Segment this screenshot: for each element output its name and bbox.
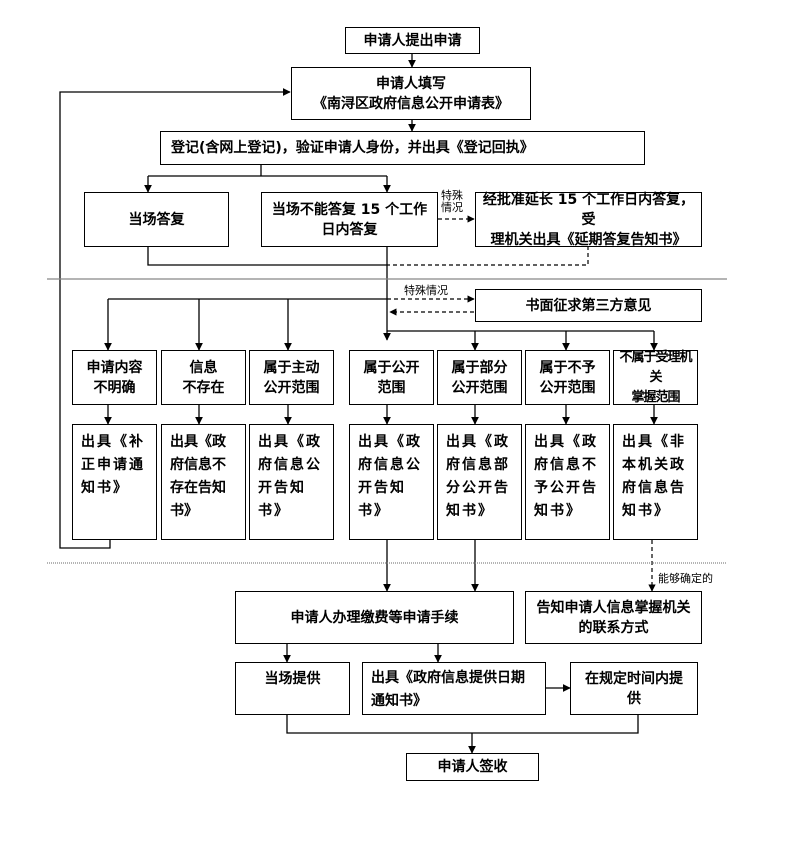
node-reply-15-days: 当场不能答复 15 个工作 日内答复 (261, 192, 438, 247)
node-reply-on-spot: 当场答复 (84, 192, 229, 247)
node-cat-unclear: 申请内容 不明确 (72, 350, 157, 405)
node-out-public: 出具《政府信息公开告知书》 (349, 424, 434, 540)
edge-return-loop (59, 88, 291, 549)
node-provide-in-time: 在规定时间内提 供 (570, 662, 698, 715)
node-cat-proactive: 属于主动 公开范围 (249, 350, 334, 405)
node-out-not-exist: 出具《政府信息不存在告知书》 (161, 424, 246, 540)
label-special-case-2: 特殊情况 (404, 284, 448, 297)
node-out-partial: 出具《政府信息部分公开告知书》 (437, 424, 522, 540)
node-inform-holder: 告知申请人信息掌握机关 的联系方式 (525, 591, 702, 644)
edge-provision-merge (286, 715, 639, 734)
node-fill-form: 申请人填写 《南浔区政府信息公开申请表》 (291, 67, 531, 120)
node-out-not-public: 出具《政府信息不予公开告知书》 (525, 424, 610, 540)
node-pay-fees: 申请人办理缴费等申请手续 (235, 591, 514, 644)
label-determinable: 能够确定的 (658, 572, 713, 585)
node-submit: 申请人提出申请 (345, 27, 480, 54)
node-out-proactive: 出具《政府信息公开告知书》 (249, 424, 334, 540)
node-cat-not-in-scope: 不属于受理机关 掌握范围 (613, 350, 698, 405)
node-cat-not-exist: 信息 不存在 (161, 350, 246, 405)
node-cat-not-public: 属于不予 公开范围 (525, 350, 610, 405)
node-cat-partial: 属于部分 公开范围 (437, 350, 522, 405)
node-out-not-in-scope: 出具《非本机关政府信息告知书》 (613, 424, 698, 540)
node-out-correction: 出具《补正申请通知书》 (72, 424, 157, 540)
node-register: 登记(含网上登记)，验证申请人身份，并出具《登记回执》 (160, 131, 645, 165)
edge-reply-spot-merge (147, 246, 387, 266)
node-provide-date-notice: 出具《政府信息提供日期通知书》 (362, 662, 546, 715)
node-provide-on-spot: 当场提供 (235, 662, 350, 715)
node-extend-15-days: 经批准延长 15 个工作日内答复，受 理机关出具《延期答复告知书》 (475, 192, 702, 248)
node-sign-receipt: 申请人签收 (406, 753, 539, 781)
label-special-case-1: 特殊 情况 (441, 189, 463, 214)
node-third-party: 书面征求第三方意见 (475, 289, 702, 322)
node-cat-public: 属于公开 范围 (349, 350, 434, 405)
